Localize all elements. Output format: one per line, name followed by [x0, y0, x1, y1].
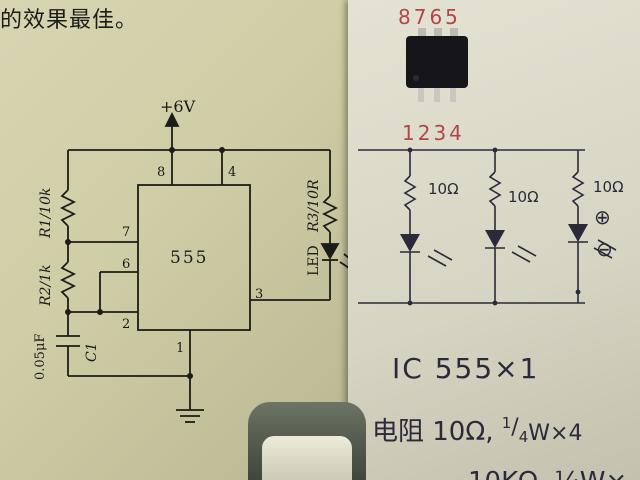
ic-label: 555 [170, 248, 208, 268]
book-page: 的效果最佳。 [0, 0, 355, 480]
led-label: LED [306, 245, 322, 276]
resistor-label-2: 10Ω [508, 188, 539, 206]
pin-2: 2 [122, 317, 130, 332]
r1-label: R1/10k [38, 188, 54, 239]
resistor-label-1: 10Ω [428, 180, 459, 198]
pin-7: 7 [122, 225, 130, 240]
book-title-fragment: 的效果最佳。 [0, 8, 139, 33]
note-line-ic: IC 555×1 [392, 352, 539, 385]
pin-4: 4 [228, 165, 236, 180]
magnifier-object [248, 402, 366, 480]
note-line-resistor-1: 电阻 10Ω, 1/4W×4 [372, 414, 582, 447]
r2-label: R2/1k [38, 264, 54, 307]
pin-8: 8 [157, 165, 165, 180]
r3-label: R3/10R [306, 179, 322, 233]
note-line-resistor-2: 10KΩ, ¼W× [468, 467, 627, 480]
schematic-555 [56, 111, 355, 423]
schematic-labels: +6V 8 4 7 6 2 3 1 555 R1/10k R2/1k R3/10… [33, 97, 322, 380]
c1-label: C1 [84, 342, 100, 362]
resistor-label-3: 10Ω [593, 178, 624, 196]
chip-photo [406, 28, 468, 102]
minus-mark: ⊖ [596, 237, 613, 261]
plus-mark: ⊕ [594, 205, 611, 229]
c1-value-label: 0.05μF [33, 334, 48, 380]
bottom-pin-numbers: 1234 [402, 121, 465, 145]
pin-3: 3 [255, 287, 263, 302]
magnifier-glass [262, 436, 352, 480]
pin-6: 6 [122, 257, 130, 272]
top-pin-numbers: 8765 [398, 5, 461, 29]
supply-label: +6V [160, 97, 196, 116]
pin-1: 1 [176, 341, 184, 356]
